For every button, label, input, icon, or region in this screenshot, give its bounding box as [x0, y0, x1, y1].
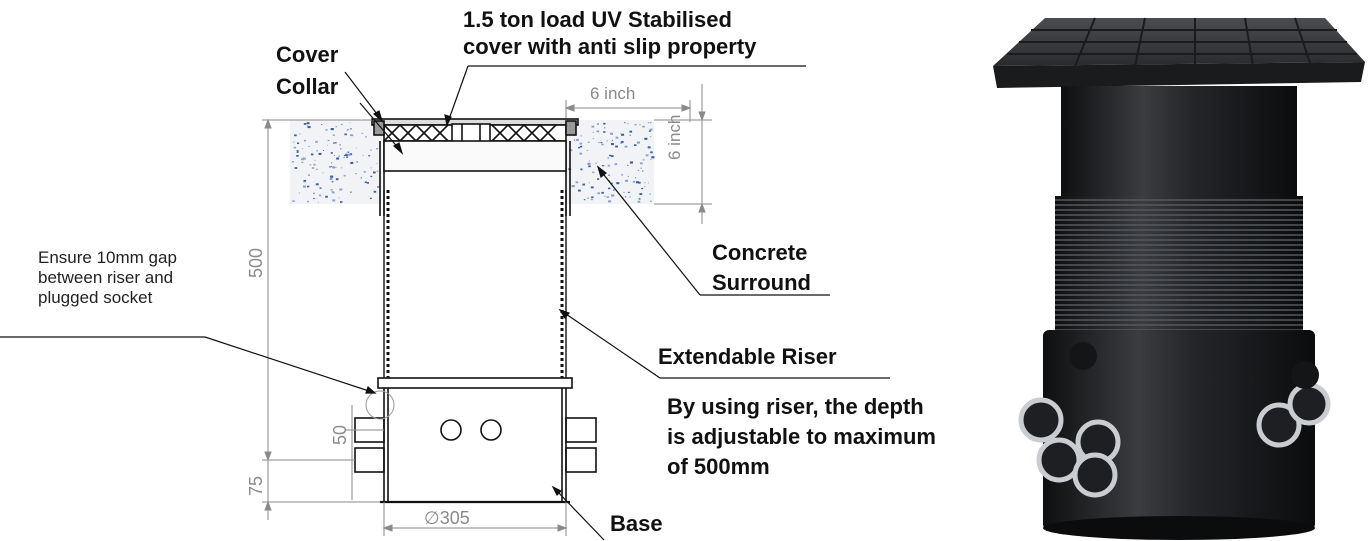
cover-shape: [371, 118, 579, 143]
leader-lines: [0, 65, 890, 541]
cover-spec-line-1: 1.5 ton load UV Stabilised: [463, 7, 732, 32]
diameter-dimension: ∅305: [424, 508, 470, 529]
gap-note-label: Ensure 10mm gap between riser and plugge…: [38, 248, 177, 308]
product-sockets: [1018, 342, 1331, 498]
concrete-line-2: Surround: [712, 270, 811, 295]
product-photo: [993, 17, 1365, 540]
surround-depth-dimension: 6 inch: [665, 114, 684, 160]
base-label: Base: [610, 511, 663, 536]
diameter-value: 305: [439, 508, 470, 528]
cover-label: Cover: [276, 42, 339, 67]
socket-spacing-dimension: 50: [330, 424, 350, 445]
riser-label: Extendable Riser: [658, 344, 837, 369]
dimension-lines: [262, 84, 712, 536]
collar-label: Collar: [276, 74, 339, 99]
gap-note-line-2: between riser and: [38, 268, 174, 287]
collar-shape: [379, 140, 571, 216]
technical-drawing: [0, 65, 890, 541]
concrete-surround-label: Concrete Surround: [712, 238, 811, 298]
concrete-surround-left: [290, 120, 382, 204]
riser-shape: [383, 190, 567, 385]
riser-note-line-3: of 500mm: [667, 454, 770, 479]
cover-spec-label: 1.5 ton load UV Stabilised cover with an…: [463, 6, 756, 60]
riser-note-line-1: By using riser, the depth: [667, 394, 924, 419]
gap-note-line-3: plugged socket: [38, 288, 153, 307]
diameter-symbol: ∅: [424, 508, 440, 528]
product-lid: [993, 17, 1365, 88]
concrete-line-1: Concrete: [712, 240, 808, 265]
cover-spec-line-2: cover with anti slip property: [463, 34, 757, 59]
riser-note-line-2: is adjustable to maximum: [667, 424, 936, 449]
depth-dimension: 500: [246, 247, 266, 278]
product-body: [1043, 86, 1315, 540]
surround-width-dimension: 6 inch: [590, 84, 636, 103]
gap-note-line-1: Ensure 10mm gap: [38, 248, 177, 267]
base-height-dimension: 75: [246, 475, 266, 496]
riser-note-label: By using riser, the depth is adjustable …: [667, 392, 936, 482]
base-shape: [354, 377, 597, 504]
